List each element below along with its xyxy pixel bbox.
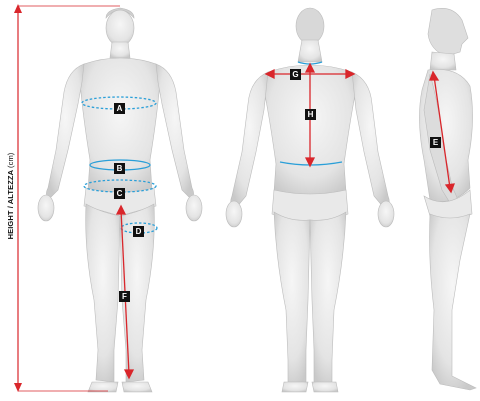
measurement-label-a: A [114,103,125,114]
measurement-label-d: D [133,226,144,237]
measurement-label-e: E [430,137,441,148]
measurement-label-b: B [114,163,125,174]
measurement-label-h: H [305,109,316,120]
height-label: HEIGHT / ALTEZZA (cm) [6,126,18,266]
front-figure [38,8,202,392]
measurement-label-c: C [114,188,125,199]
side-figure [419,8,476,390]
measurement-label-f: F [119,291,130,302]
measurement-label-g: G [290,69,301,80]
